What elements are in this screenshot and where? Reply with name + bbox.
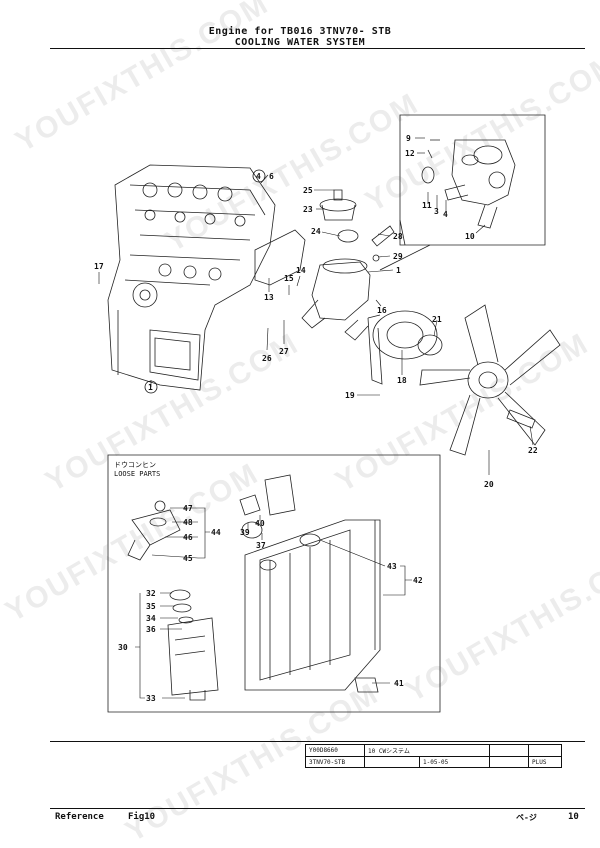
callout-label: 41 (394, 679, 404, 688)
callout-label: 13 (264, 293, 274, 302)
title-cell: PLUS (528, 756, 562, 768)
footer-fig: Fig10 (128, 812, 156, 822)
callout-label: 48 (183, 518, 193, 527)
callout-label: 20 (484, 480, 494, 489)
title-cell: 1-05-05 (419, 756, 490, 768)
callout-label: 4 (256, 172, 261, 181)
callout-label: 30 (118, 643, 128, 652)
title-cell (528, 744, 562, 757)
callout-label: 45 (183, 554, 193, 563)
callout-label: 10 (465, 232, 475, 241)
title-cell: 10 CWシステム (364, 744, 490, 757)
callout-labels: 9 12 11 3 4 10 25 23 24 28 29 1 16 4 6 1… (94, 134, 538, 703)
callout-label: 35 (146, 602, 156, 611)
callout-label: 33 (146, 694, 156, 703)
callout-label: 6 (269, 172, 274, 181)
callout-label: 24 (311, 227, 321, 236)
footer-page-number: 10 (568, 812, 579, 822)
callout-label: 17 (94, 262, 104, 271)
callout-label: 28 (393, 232, 403, 241)
callout-label: 27 (279, 347, 289, 356)
engine-block (107, 164, 276, 391)
callout-label: 1 (148, 383, 153, 392)
callout-circle-1 (144, 380, 158, 394)
callout-label: 40 (255, 519, 265, 528)
callout-label: 36 (146, 625, 156, 634)
title-block: Y00D8660 10 CWシステム 3TNV70-STB 1-05-05 PL… (305, 744, 562, 768)
reserve-tank (167, 589, 219, 701)
callout-label: 18 (397, 376, 407, 385)
title-cell: Y00D8660 (305, 744, 365, 757)
footer-page-label: ペ-ジ (516, 813, 537, 822)
header-subtitle: COOLING WATER SYSTEM (234, 37, 366, 48)
callout-label: 11 (422, 201, 432, 210)
callout-label: 39 (240, 528, 250, 537)
callout-label: 46 (183, 533, 193, 542)
callout-label: 23 (303, 205, 313, 214)
footer-rule (50, 808, 585, 809)
inset-pump (421, 139, 516, 229)
callout-label: 16 (377, 306, 387, 315)
callout-label: 12 (405, 149, 415, 158)
callout-label: 47 (183, 504, 193, 513)
header-title: Engine for TB016 3TNV70- STB (208, 26, 392, 37)
callout-label: 3 (434, 207, 439, 216)
callout-label: 34 (146, 614, 156, 623)
callout-label: 4 (443, 210, 448, 219)
callout-label: 19 (345, 391, 355, 400)
callout-label: 15 (284, 274, 294, 283)
callout-label: 9 (406, 134, 411, 143)
header-rule (50, 48, 585, 49)
pulley-and-fan (367, 304, 561, 456)
loose-parts-label-jp: ドウコンヒン (114, 461, 156, 469)
loose-parts-box (107, 454, 441, 713)
callout-label: 21 (432, 315, 442, 324)
footer-reference: Reference (55, 812, 104, 822)
callout-label: 42 (413, 576, 423, 585)
loose-parts-label: LOOSE PARTS (114, 470, 161, 478)
leader-lines (98, 137, 534, 699)
callout-label: 44 (211, 528, 221, 537)
callout-label: 14 (296, 266, 306, 275)
title-cell (489, 756, 529, 768)
thermostat-housing-loose (127, 474, 296, 561)
callout-label: 1 (396, 266, 401, 275)
callout-label: 37 (256, 541, 266, 550)
title-cell (489, 744, 529, 757)
callout-label: 26 (262, 354, 272, 363)
callout-label: 32 (146, 589, 156, 598)
water-pump-assembly (254, 189, 395, 341)
inset-pointer (379, 219, 431, 271)
inset-box (399, 114, 546, 246)
title-cell: 3TNV70-STB (305, 756, 365, 768)
callout-label: 43 (387, 562, 397, 571)
title-block-rule (50, 741, 585, 742)
callout-label: 22 (528, 446, 538, 455)
title-cell (364, 756, 420, 768)
callout-label: 29 (393, 252, 403, 261)
callout-circle-4 (252, 169, 266, 183)
callout-label: 25 (303, 186, 313, 195)
